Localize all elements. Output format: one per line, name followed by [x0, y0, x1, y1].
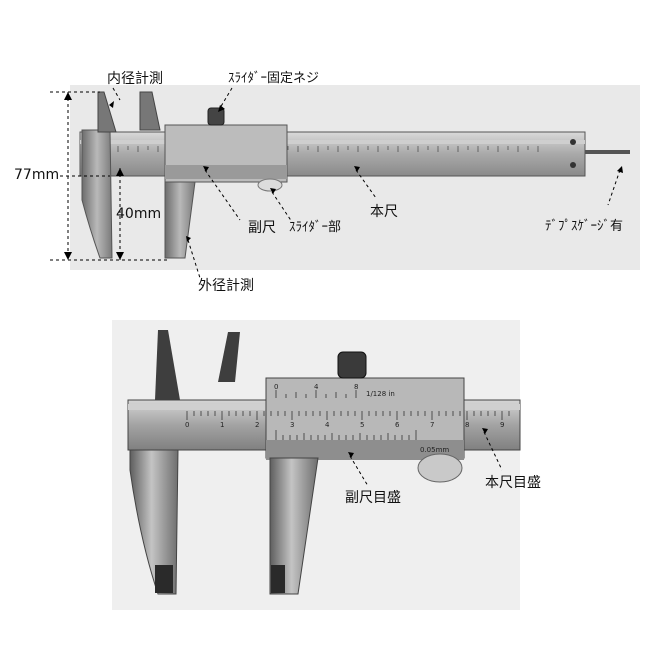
- main-digit: 7: [430, 421, 434, 429]
- bottom-fixed-inner-jaw: [155, 330, 180, 400]
- slider-mark: 1/128 in: [366, 390, 395, 398]
- bottom-vernier-ticks: [275, 430, 417, 440]
- bottom-thumb-wheel: [417, 453, 463, 483]
- bottom-moving-inner-jaw: [218, 332, 240, 382]
- bottom-moving-jaw: [269, 457, 319, 595]
- top-fixed-jaw: [81, 129, 113, 259]
- main-digit: 4: [325, 421, 330, 429]
- dimension-lines: [50, 87, 621, 279]
- bottom-caliper-drawing: 0 1 2 3 4 5 6 7 8 9 0 4 8 1/128 in 0.05m…: [127, 330, 521, 595]
- main-digit: 2: [255, 421, 259, 429]
- label-vernier-scale: 副尺目盛: [345, 490, 401, 506]
- top-slider-screw: [207, 107, 225, 126]
- bottom-slider-ticks: [275, 390, 357, 398]
- bottom-callouts: [349, 431, 503, 487]
- top-caliper-drawing: [50, 87, 630, 279]
- main-digit: 9: [500, 421, 504, 429]
- main-digit: 3: [290, 421, 294, 429]
- label-main-scale: 本尺: [370, 204, 398, 220]
- slider-digit: 8: [354, 383, 358, 391]
- main-digit: 6: [395, 421, 400, 429]
- main-digit: 1: [220, 421, 224, 429]
- label-slider-part: ｽﾗｲﾀﾞｰ部: [289, 220, 342, 235]
- slider-digit: 0: [274, 383, 278, 391]
- bottom-main-ticks: [186, 411, 510, 420]
- main-digit: 0: [185, 421, 189, 429]
- label-outer-measure: 外径計測: [198, 278, 254, 294]
- label-slider-screw: ｽﾗｲﾀﾞｰ固定ネジ: [228, 71, 320, 86]
- bottom-fixed-jaw: [129, 449, 179, 595]
- top-depth-rod: [585, 150, 630, 154]
- top-moving-inner-jaw: [139, 91, 161, 131]
- label-inner-measure: 内径計測: [107, 71, 163, 87]
- main-digit: 8: [465, 421, 469, 429]
- bottom-slider-screw: [337, 351, 367, 379]
- label-main-scale-marks: 本尺目盛: [485, 475, 541, 491]
- label-vernier: 副尺: [248, 220, 276, 236]
- arrow-heads: [64, 92, 623, 260]
- label-depth-gauge: ﾃﾞﾌﾟｽｹﾞｰｼﾞ有: [545, 219, 624, 234]
- vernier-mark: 0.05mm: [420, 446, 449, 454]
- label-height-40: 40mm: [116, 206, 162, 222]
- top-thumb-wheel: [257, 178, 283, 192]
- bottom-scale-numerals: 0 1 2 3 4 5 6 7 8 9 0 4 8 1/128 in 0.05m…: [185, 383, 504, 454]
- top-fixed-inner-jaw: [97, 91, 117, 133]
- top-main-beam: [79, 131, 586, 177]
- main-digit: 5: [360, 421, 364, 429]
- slider-digit: 4: [314, 383, 319, 391]
- label-height-77: 77mm: [14, 167, 60, 183]
